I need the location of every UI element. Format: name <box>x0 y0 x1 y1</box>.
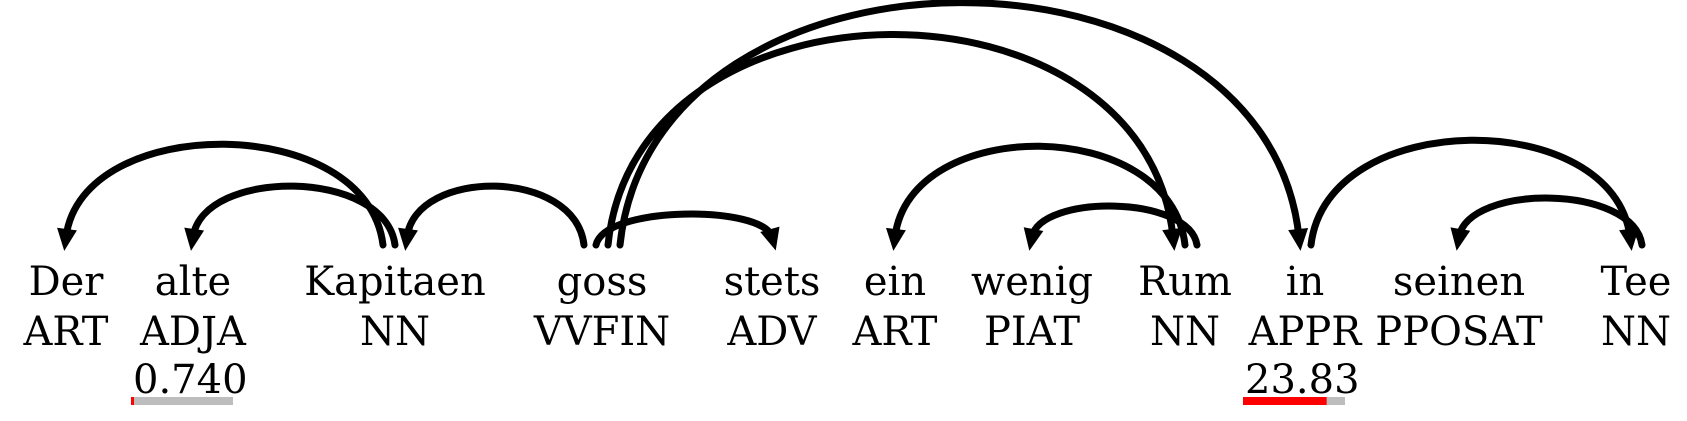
arrowhead-icon <box>886 227 906 251</box>
token-tag: ART <box>852 309 938 355</box>
token-word: Kapitaen <box>304 259 485 305</box>
token-tag: APPR <box>1248 309 1364 355</box>
arrowhead-icon <box>57 227 77 251</box>
arrowhead-icon <box>1288 227 1309 251</box>
dependency-arc <box>1307 136 1639 251</box>
token-word: in <box>1286 259 1325 305</box>
dependency-arc <box>1450 194 1646 251</box>
token-word: goss <box>557 259 648 305</box>
token-tag: VVFIN <box>533 309 670 355</box>
arc-line <box>62 140 387 249</box>
token-tag: PIAT <box>984 309 1080 355</box>
score-bar-fill <box>1243 397 1327 405</box>
dependency-arc <box>398 182 588 251</box>
token-word: seinen <box>1393 259 1525 305</box>
dependency-arc <box>616 0 1309 251</box>
token-word: stets <box>724 259 821 305</box>
score-label: 0.740 <box>133 357 248 403</box>
token-word: Rum <box>1138 259 1232 305</box>
arc-line <box>604 31 1177 249</box>
arrowhead-icon <box>1450 227 1471 251</box>
scores-layer: 0.740 23.83 <box>131 357 1360 405</box>
arrowhead-icon <box>184 227 205 251</box>
dependency-arc <box>592 210 780 251</box>
token-tag: NN <box>360 309 430 355</box>
token-word: Der <box>29 259 105 305</box>
token-tag: ADV <box>726 309 817 355</box>
dependency-arc <box>57 140 387 251</box>
token-word: wenig <box>971 259 1093 305</box>
dependency-arc <box>184 182 399 251</box>
token-tag: ART <box>23 309 109 355</box>
token-word: ein <box>864 259 926 305</box>
arc-line <box>189 182 399 249</box>
score-bar-fill <box>131 397 134 405</box>
arc-line <box>1455 194 1646 249</box>
token-word: Tee <box>1601 259 1672 305</box>
score: 0.740 <box>131 357 248 405</box>
arc-line <box>616 0 1303 249</box>
arc-line <box>403 182 588 249</box>
score-label: 23.83 <box>1245 357 1360 403</box>
token-tag: NN <box>1601 309 1671 355</box>
token-tag: ADJA <box>139 309 247 355</box>
dependency-arc <box>886 142 1189 251</box>
arc-line <box>1307 136 1634 249</box>
arrowhead-icon <box>1162 228 1183 251</box>
tokens-layer: DerARTalteADJAKapitaenNNgossVVFINstetsAD… <box>23 259 1672 355</box>
dependency-arc <box>604 31 1183 251</box>
token-tag: PPOSAT <box>1375 309 1543 355</box>
arcs-layer <box>57 0 1646 251</box>
score-bar-track <box>131 397 233 405</box>
arrowhead-icon <box>1619 227 1639 251</box>
arrowhead-icon <box>760 226 780 251</box>
arc-line <box>891 142 1189 249</box>
arrowhead-icon <box>1023 227 1044 251</box>
arc-line <box>1028 202 1201 249</box>
score: 23.83 <box>1243 357 1360 405</box>
token-word: alte <box>155 259 231 305</box>
arrowhead-icon <box>398 227 418 251</box>
arc-line <box>592 210 776 249</box>
token-tag: NN <box>1150 309 1220 355</box>
dependency-arc <box>1023 202 1201 251</box>
